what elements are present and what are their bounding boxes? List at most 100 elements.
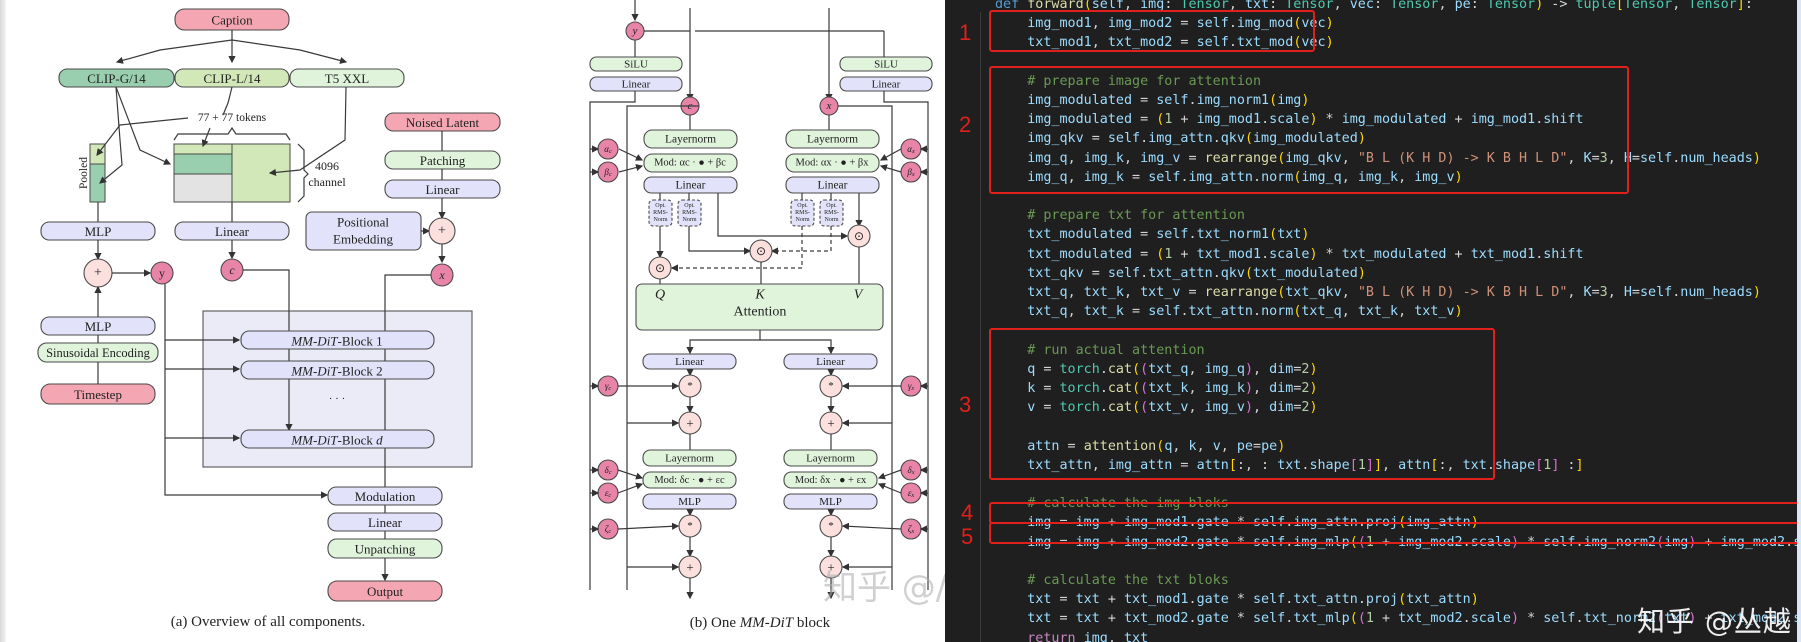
code-token: txt_k <box>1083 304 1124 320</box>
beta-c-circle-label: βc <box>603 167 611 178</box>
block-index: -Block <box>338 432 377 447</box>
code-token: txt_mlp <box>1293 611 1350 627</box>
code-token: qkv <box>1220 131 1245 147</box>
code-token: [ <box>1349 457 1358 473</box>
connector-line <box>618 164 644 173</box>
code-token: "B L (K H D) -> K B H L D" <box>1357 150 1568 166</box>
connector-line <box>201 127 211 148</box>
block-index: -Block 2 <box>338 363 383 378</box>
linear-attn-x-node: Linear <box>783 353 878 370</box>
code-token: . <box>1486 457 1495 473</box>
code-token: txt_attn <box>1148 265 1213 281</box>
sinusoidal-encoding-node-label: Sinusoidal Encoding <box>46 346 151 360</box>
odot-v-circle: ⊙ <box>847 224 871 248</box>
code-token: . <box>1575 611 1584 627</box>
connector-line <box>626 105 699 590</box>
symbol: α <box>907 144 912 154</box>
code-token: txt_q <box>1301 304 1342 320</box>
mod-c-text: Mod: αc · ● + βc <box>654 158 726 169</box>
label-text: Embedding <box>333 232 393 247</box>
code-token: + <box>1696 611 1721 627</box>
code-token: , <box>1253 400 1270 416</box>
code-token: = <box>1132 227 1157 243</box>
caption-suffix: block <box>793 615 831 631</box>
connector-line <box>877 469 902 480</box>
code-token: , <box>1253 381 1270 396</box>
code-token: * <box>1519 611 1544 627</box>
code-token: ( <box>1398 592 1407 608</box>
code-token: ( <box>1293 35 1302 51</box>
code-token: ) <box>1752 285 1761 300</box>
code-token: img_mod1 <box>1196 112 1262 128</box>
connector-line <box>617 482 644 494</box>
linear-latent-node-label: Linear <box>426 182 461 197</box>
code-line: k = torch.cat((txt_k, img_k), dim=2) <box>995 379 1318 398</box>
pooled-label: Pooled <box>78 157 90 189</box>
code-token: k <box>1188 438 1197 454</box>
code-token: = <box>1132 93 1157 108</box>
code-token: :, : <box>1236 457 1278 473</box>
code-token: txt_k <box>1357 304 1399 320</box>
clip-g-encoder-label: CLIP-G/14 <box>87 71 146 86</box>
code-token: ) <box>1309 246 1318 262</box>
highlight-box-2 <box>989 66 1629 194</box>
zeta-x-circle: ζx <box>900 518 922 540</box>
code-line: txt = txt + txt_mod2.gate * self.txt_mlp… <box>995 609 1797 628</box>
label-text: Opt. <box>655 203 666 209</box>
code-token: norm <box>1261 304 1294 320</box>
code-token: txt <box>1277 457 1302 473</box>
mlp-pooled-node-label: MLP <box>85 224 112 239</box>
code-token: return <box>995 630 1084 642</box>
code-token: ( <box>1293 304 1302 320</box>
code-token: Tensor <box>1390 0 1439 12</box>
linear-text-node: Linear <box>174 221 290 241</box>
code-token: ) <box>1511 611 1520 627</box>
subscript: c <box>609 171 612 178</box>
code-token: , <box>1124 150 1141 166</box>
code-token: = <box>1293 400 1302 416</box>
label-text: Opt. <box>797 203 808 209</box>
code-token: . <box>1180 304 1189 320</box>
code-token: ] <box>1575 457 1584 473</box>
code-token: cat <box>1107 381 1133 396</box>
clip-g-encoder: CLIP-G/14 <box>58 68 175 88</box>
code-token: . <box>1188 93 1197 108</box>
code-line: img_modulated = self.img_norm1(img) <box>995 91 1309 110</box>
code-token: ( <box>1156 246 1165 262</box>
code-token: img <box>1083 630 1108 642</box>
code-token: # calculate the txt bloks <box>995 573 1229 588</box>
mod-x-node-shape <box>785 153 880 173</box>
code-token: . <box>1253 304 1262 320</box>
linear-left-node-label: Linear <box>622 79 651 91</box>
connector-line <box>589 91 636 590</box>
code-token: img_k <box>1083 150 1124 166</box>
linear-right-node: Linear <box>839 76 933 92</box>
code-token: ) <box>1309 381 1318 396</box>
label-text: RMS- <box>682 210 697 216</box>
code-token: txt <box>1277 227 1302 243</box>
code-token: dim <box>1269 400 1294 416</box>
code-token: ( <box>1132 361 1141 377</box>
code-token: Tensor <box>1180 0 1229 12</box>
code-token: self <box>1107 131 1141 147</box>
code-token: torch <box>1059 381 1100 396</box>
scrollbar-track[interactable] <box>1797 0 1801 642</box>
code-token: , <box>1438 0 1455 12</box>
code-token: img_attn <box>1148 131 1213 147</box>
code-token: dim <box>1269 381 1294 396</box>
code-token: rearrange <box>1204 150 1278 166</box>
code-line: img_qkv = self.img_attn.qkv(img_modulate… <box>995 129 1366 148</box>
code-line: txt_q, txt_k = self.txt_attn.norm(txt_q,… <box>995 302 1463 321</box>
code-token: ( <box>1277 150 1286 166</box>
code-token: ) <box>1454 304 1463 320</box>
code-token: . <box>1462 611 1471 627</box>
figure-a-caption: (a) Overview of all components. <box>171 614 366 630</box>
label-text: RMS- <box>653 210 668 216</box>
residual-attn-c-label: + <box>686 416 693 431</box>
symbol: β <box>603 167 609 177</box>
pooled-clip-g <box>89 163 106 203</box>
code-token: self <box>1253 611 1286 627</box>
code-line: # calculate the txt bloks <box>995 571 1229 590</box>
code-token: ) <box>1470 592 1479 608</box>
code-editor[interactable]: def forward(self, img: Tensor, txt: Tens… <box>945 0 1797 642</box>
